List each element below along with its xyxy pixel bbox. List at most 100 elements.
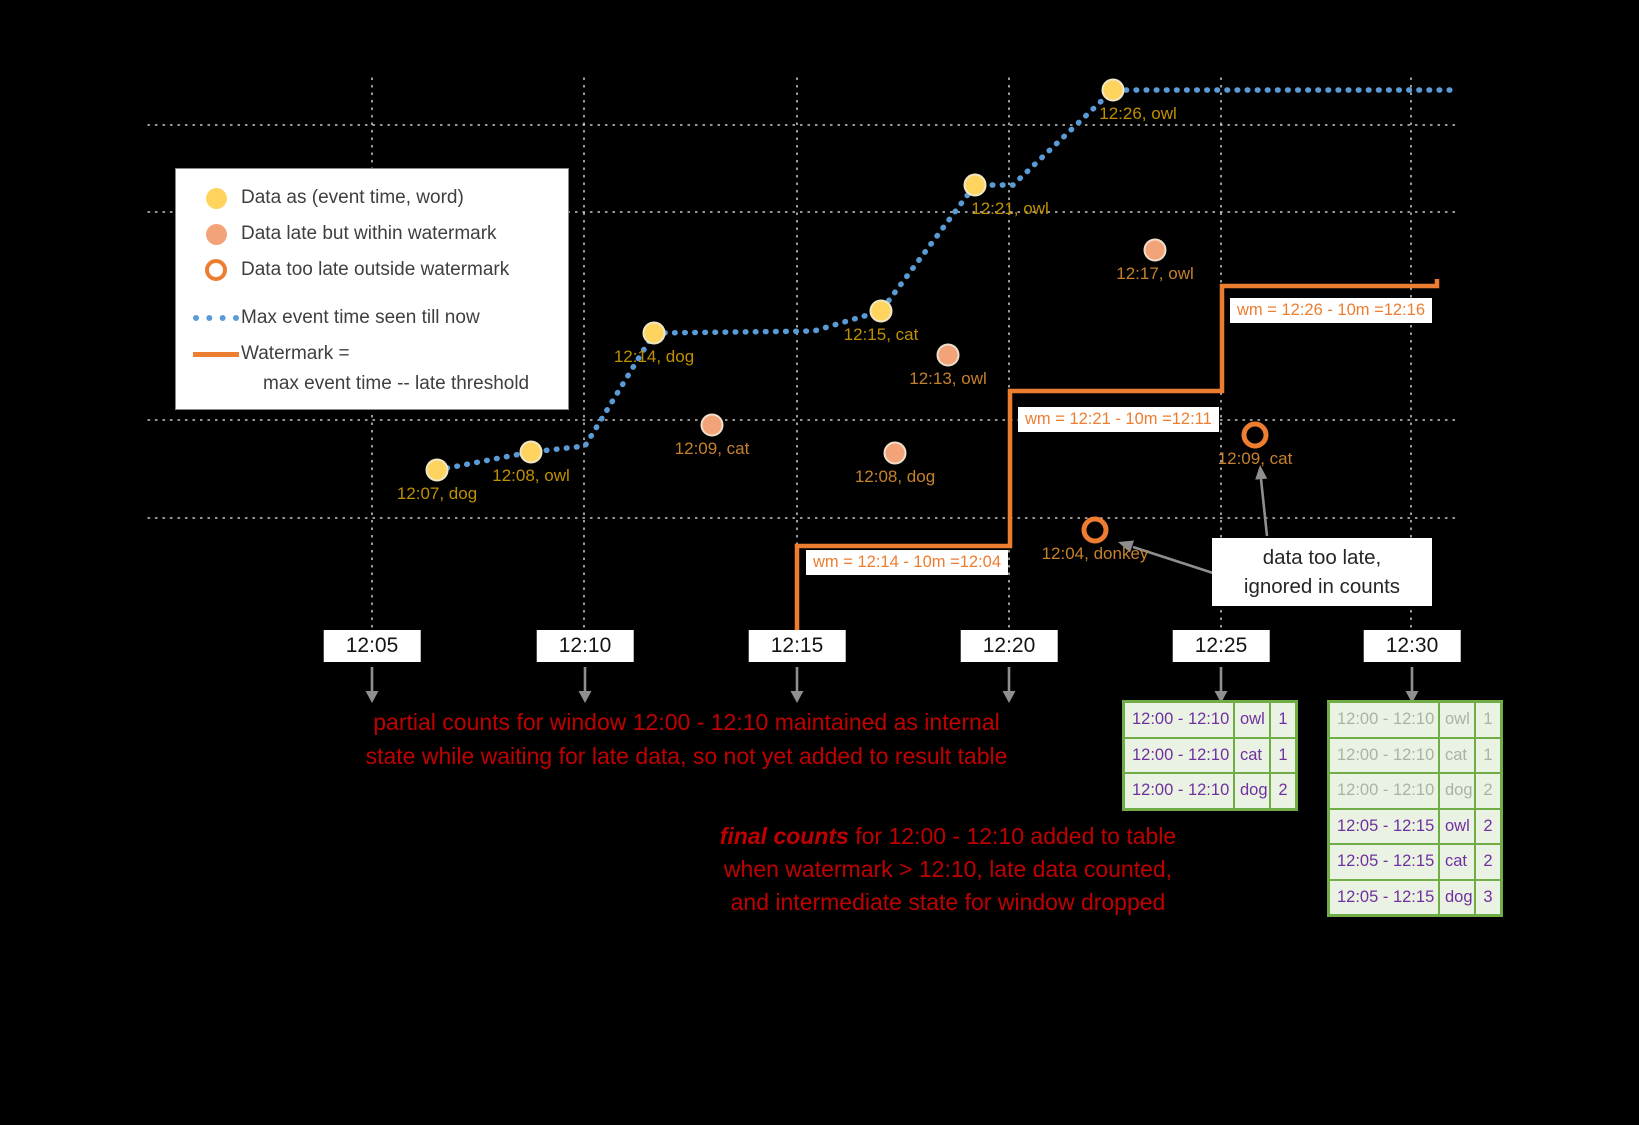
dotted-line-icon bbox=[191, 315, 241, 321]
legend-item-too-late: Data too late outside watermark bbox=[191, 256, 554, 284]
down-arrow-head bbox=[578, 691, 592, 703]
result-table-cell: cat bbox=[1439, 737, 1475, 773]
legend-item-max-event-time: Max event time seen till now bbox=[191, 304, 554, 332]
result-table-cell: 12:00 - 12:10 bbox=[1329, 737, 1439, 773]
legend-label: Data too late outside watermark bbox=[241, 259, 510, 280]
late-dot-icon bbox=[191, 223, 241, 245]
processing-time-label: 12:25 bbox=[1172, 630, 1270, 662]
result-table-cell: 2 bbox=[1475, 808, 1501, 844]
data-point-label: 12:21, owl bbox=[971, 199, 1049, 218]
down-arrow-head bbox=[1214, 691, 1228, 703]
legend-label-watermark-formula: max event time -- late threshold bbox=[263, 373, 530, 394]
watermark-value-label: wm = 12:14 - 10m =12:04 bbox=[806, 550, 1009, 575]
result-table-cell: owl bbox=[1439, 808, 1475, 844]
legend-label: Watermark = bbox=[241, 343, 350, 364]
result-table-cell: 1 bbox=[1475, 702, 1501, 738]
down-arrow-head bbox=[1405, 691, 1419, 703]
down-arrow-head bbox=[365, 691, 379, 703]
max-event-time-line bbox=[434, 87, 1455, 473]
on-time-data-point bbox=[519, 440, 543, 464]
result-table-cell: 3 bbox=[1475, 879, 1501, 915]
on-time-dot-icon bbox=[191, 187, 241, 209]
partial-counts-annotation: partial counts for window 12:00 - 12:10 … bbox=[320, 705, 1053, 773]
on-time-data-point bbox=[1101, 78, 1125, 102]
too-late-data-point bbox=[1241, 421, 1269, 449]
result-table-cell: dog bbox=[1439, 773, 1475, 809]
late-data-point bbox=[883, 441, 907, 465]
processing-time-label: 12:05 bbox=[323, 630, 421, 662]
data-point-label: 12:17, owl bbox=[1116, 264, 1194, 283]
legend-label: Data as (event time, word) bbox=[241, 187, 464, 208]
result-table-cell: dog bbox=[1439, 879, 1475, 915]
result-table-cell: cat bbox=[1439, 844, 1475, 880]
watermark-value-label: wm = 12:26 - 10m =12:16 bbox=[1230, 298, 1433, 323]
processing-time-label: 12:30 bbox=[1363, 630, 1461, 662]
result-table-cell: 1 bbox=[1475, 737, 1501, 773]
data-point-label: 12:09, cat bbox=[674, 439, 750, 458]
result-table-cell: 2 bbox=[1270, 773, 1296, 809]
arrow-to-donkey-point bbox=[1132, 545, 1214, 575]
final-counts-emphasis: final counts bbox=[719, 823, 849, 849]
final-counts-annotation: final counts for 12:00 - 12:10 added to … bbox=[688, 820, 1208, 919]
result-table-cell: owl bbox=[1234, 702, 1270, 738]
result-table-cell: 12:00 - 12:10 bbox=[1329, 773, 1439, 809]
legend: Data as (event time, word) Data late but… bbox=[175, 168, 569, 410]
result-table-cell: 2 bbox=[1475, 844, 1501, 880]
watermark-line bbox=[794, 279, 1440, 648]
annotation-line: when watermark > 12:10, late data counte… bbox=[723, 856, 1173, 882]
data-point-label: 12:09, cat bbox=[1217, 449, 1293, 468]
processing-time-label: 12:20 bbox=[960, 630, 1058, 662]
legend-item-watermark: Watermark = bbox=[191, 340, 554, 368]
annotation-line: and intermediate state for window droppe… bbox=[730, 889, 1166, 915]
result-table-cell: 12:05 - 12:15 bbox=[1329, 844, 1439, 880]
legend-label: Data late but within watermark bbox=[241, 223, 497, 244]
solid-line-icon bbox=[191, 351, 241, 357]
too-late-note: data too late, ignored in counts bbox=[1212, 538, 1432, 606]
data-point-label: 12:13, owl bbox=[909, 369, 987, 388]
data-point-label: 12:07, dog bbox=[396, 484, 478, 503]
data-point-label: 12:14, dog bbox=[613, 347, 695, 366]
annotation-line-rest: for 12:00 - 12:10 added to table bbox=[848, 823, 1177, 849]
result-table-cell: 12:00 - 12:10 bbox=[1124, 702, 1234, 738]
on-time-data-point bbox=[963, 173, 987, 197]
note-line: ignored in counts bbox=[1243, 575, 1401, 598]
result-table-cell: 1 bbox=[1270, 737, 1296, 773]
note-arrows bbox=[1118, 465, 1269, 575]
arrow-to-donkey-point-head bbox=[1118, 540, 1134, 553]
data-point-label: 12:15, cat bbox=[843, 325, 919, 344]
late-data-point bbox=[936, 343, 960, 367]
down-arrow-head bbox=[1002, 691, 1016, 703]
on-time-data-point bbox=[425, 458, 449, 482]
legend-item-on-time: Data as (event time, word) bbox=[191, 184, 554, 212]
too-late-ring-icon bbox=[191, 259, 241, 281]
data-point-label: 12:08, owl bbox=[492, 466, 570, 485]
on-time-data-point bbox=[642, 321, 666, 345]
legend-label: Max event time seen till now bbox=[241, 307, 480, 328]
annotation-line: partial counts for window 12:00 - 12:10 … bbox=[373, 709, 1000, 735]
result-table-cell: 12:00 - 12:10 bbox=[1329, 702, 1439, 738]
result-table-cell: owl bbox=[1439, 702, 1475, 738]
result-table-cell: 12:05 - 12:15 bbox=[1329, 808, 1439, 844]
result-table-cell: 12:05 - 12:15 bbox=[1329, 879, 1439, 915]
on-time-data-point bbox=[869, 299, 893, 323]
result-table-cell: 12:00 - 12:10 bbox=[1124, 773, 1234, 809]
processing-time-label: 12:10 bbox=[536, 630, 634, 662]
watermark-value-label: wm = 12:21 - 10m =12:11 bbox=[1018, 407, 1219, 432]
result-table-cell: cat bbox=[1234, 737, 1270, 773]
annotation-line: state while waiting for late data, so no… bbox=[365, 743, 1008, 769]
result-table-cell: 2 bbox=[1475, 773, 1501, 809]
late-data-point bbox=[1143, 238, 1167, 262]
result-table-cell: dog bbox=[1234, 773, 1270, 809]
data-point-label: 12:04, donkey bbox=[1041, 544, 1149, 563]
late-data-point bbox=[700, 413, 724, 437]
annotation-line: final counts for 12:00 - 12:10 added to … bbox=[688, 820, 1208, 853]
arrow-to-late-cat-point bbox=[1259, 478, 1269, 537]
timeline-arrows bbox=[365, 667, 1419, 703]
result-table-cell: 12:00 - 12:10 bbox=[1124, 737, 1234, 773]
